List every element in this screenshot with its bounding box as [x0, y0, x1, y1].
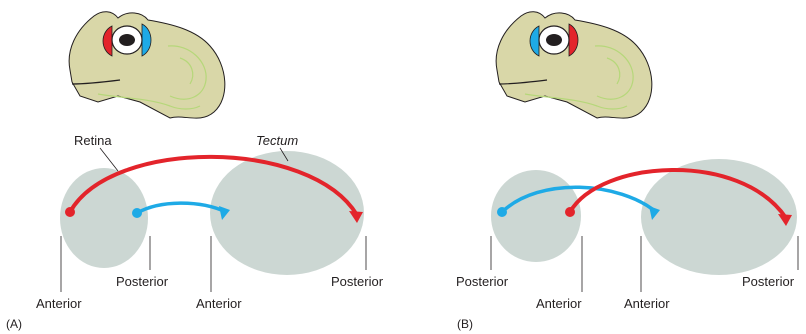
label-tectum-posterior: Posterior — [742, 274, 795, 289]
label-tectum-posterior: Posterior — [331, 274, 384, 289]
red-origin-dot — [565, 207, 575, 217]
frog-head-a — [69, 12, 225, 118]
red-origin-dot — [65, 207, 75, 217]
leader-line-retina — [100, 148, 118, 171]
label-retina-posterior: Posterior — [456, 274, 509, 289]
label-retina-posterior: Posterior — [116, 274, 169, 289]
label-retina: Retina — [74, 133, 112, 148]
label-retina-anterior: Anterior — [36, 296, 82, 311]
panel-tag-a: (A) — [6, 317, 22, 331]
panel-a: Retina Tectum Posterior Posterior Anteri… — [6, 12, 384, 331]
frog-head-b — [496, 12, 652, 118]
eye-pupil — [546, 34, 562, 46]
retina-a — [60, 168, 148, 268]
label-retina-anterior: Anterior — [536, 296, 582, 311]
label-tectum: Tectum — [256, 133, 298, 148]
panel-b: Posterior Posterior Anterior Anterior (B… — [456, 12, 798, 331]
panel-tag-b: (B) — [457, 317, 473, 331]
eye-pupil — [119, 34, 135, 46]
blue-origin-dot — [132, 208, 142, 218]
label-tectum-anterior: Anterior — [196, 296, 242, 311]
label-tectum-anterior: Anterior — [624, 296, 670, 311]
blue-origin-dot — [497, 207, 507, 217]
